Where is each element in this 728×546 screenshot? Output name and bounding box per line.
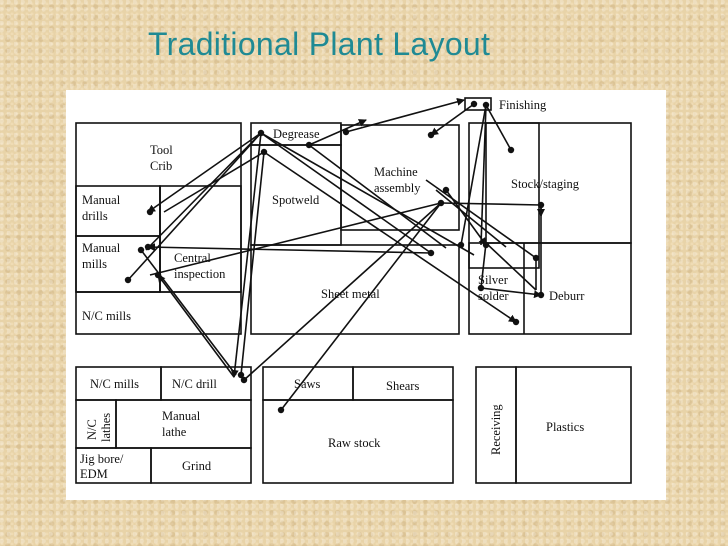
manual-lathe-label-line1: Manual xyxy=(162,409,201,423)
sheet-metal-label: Sheet metal xyxy=(321,287,380,301)
deburr-area xyxy=(468,242,632,335)
machine-assembly-label-line2: assembly xyxy=(374,181,421,195)
nc-mills-bottom-label: N/C mills xyxy=(90,377,139,391)
machine-assembly-label-line1: Machine xyxy=(374,165,418,179)
manual-lathe-area xyxy=(115,399,252,449)
finishing-label: Finishing xyxy=(499,98,547,112)
manual-drills-label-line2: drills xyxy=(82,209,108,223)
stock-staging-label: Stock/staging xyxy=(511,177,580,191)
manual-lathe-label-line2: lathe xyxy=(162,425,187,439)
central-inspection-label-line1: Central xyxy=(174,251,211,265)
plant-layout-diagram: Finishing Degrease Tool Crib Manual dril… xyxy=(66,90,666,500)
finishing-box xyxy=(464,97,492,111)
tool-crib-label-line1: Tool xyxy=(150,143,173,157)
nc-mills-label: N/C mills xyxy=(82,309,131,323)
deburr-label: Deburr xyxy=(549,289,585,303)
grind-area xyxy=(150,447,252,484)
material-flow-lines xyxy=(127,97,545,411)
flow-nodes xyxy=(124,100,545,414)
central-inspection-label-line2: inspection xyxy=(174,267,226,281)
silver-solder-label-line2: solder xyxy=(478,289,509,303)
tool-crib-label-line2: Crib xyxy=(150,159,172,173)
page-title: Traditional Plant Layout xyxy=(148,26,491,62)
manual-drills-label-line1: Manual xyxy=(82,193,121,207)
raw-stock-area xyxy=(262,399,454,484)
nc-drill-label: N/C drill xyxy=(172,377,217,391)
receiving-label: Receiving xyxy=(489,404,503,455)
degrease-label: Degrease xyxy=(273,127,320,141)
spotweld-label: Spotweld xyxy=(272,193,320,207)
grind-label: Grind xyxy=(182,459,212,473)
saws-label: Saws xyxy=(294,377,321,391)
plastics-label: Plastics xyxy=(546,420,584,434)
sheet-metal-area xyxy=(250,244,460,335)
nc-lathes-label-line2: lathes xyxy=(99,413,113,442)
plastics-area xyxy=(515,366,632,484)
silver-solder-label-line1: Silver xyxy=(478,273,509,287)
manual-mills-label-line1: Manual xyxy=(82,241,121,255)
nc-lathes-label-line1: N/C xyxy=(85,419,99,440)
raw-stock-label: Raw stock xyxy=(328,436,381,450)
jig-bore-label-line2: EDM xyxy=(80,467,108,481)
machine-assembly-area xyxy=(340,124,460,231)
shears-label: Shears xyxy=(386,379,419,393)
manual-mills-label-line2: mills xyxy=(82,257,107,271)
jig-bore-label-line1: Jig bore/ xyxy=(80,452,124,466)
